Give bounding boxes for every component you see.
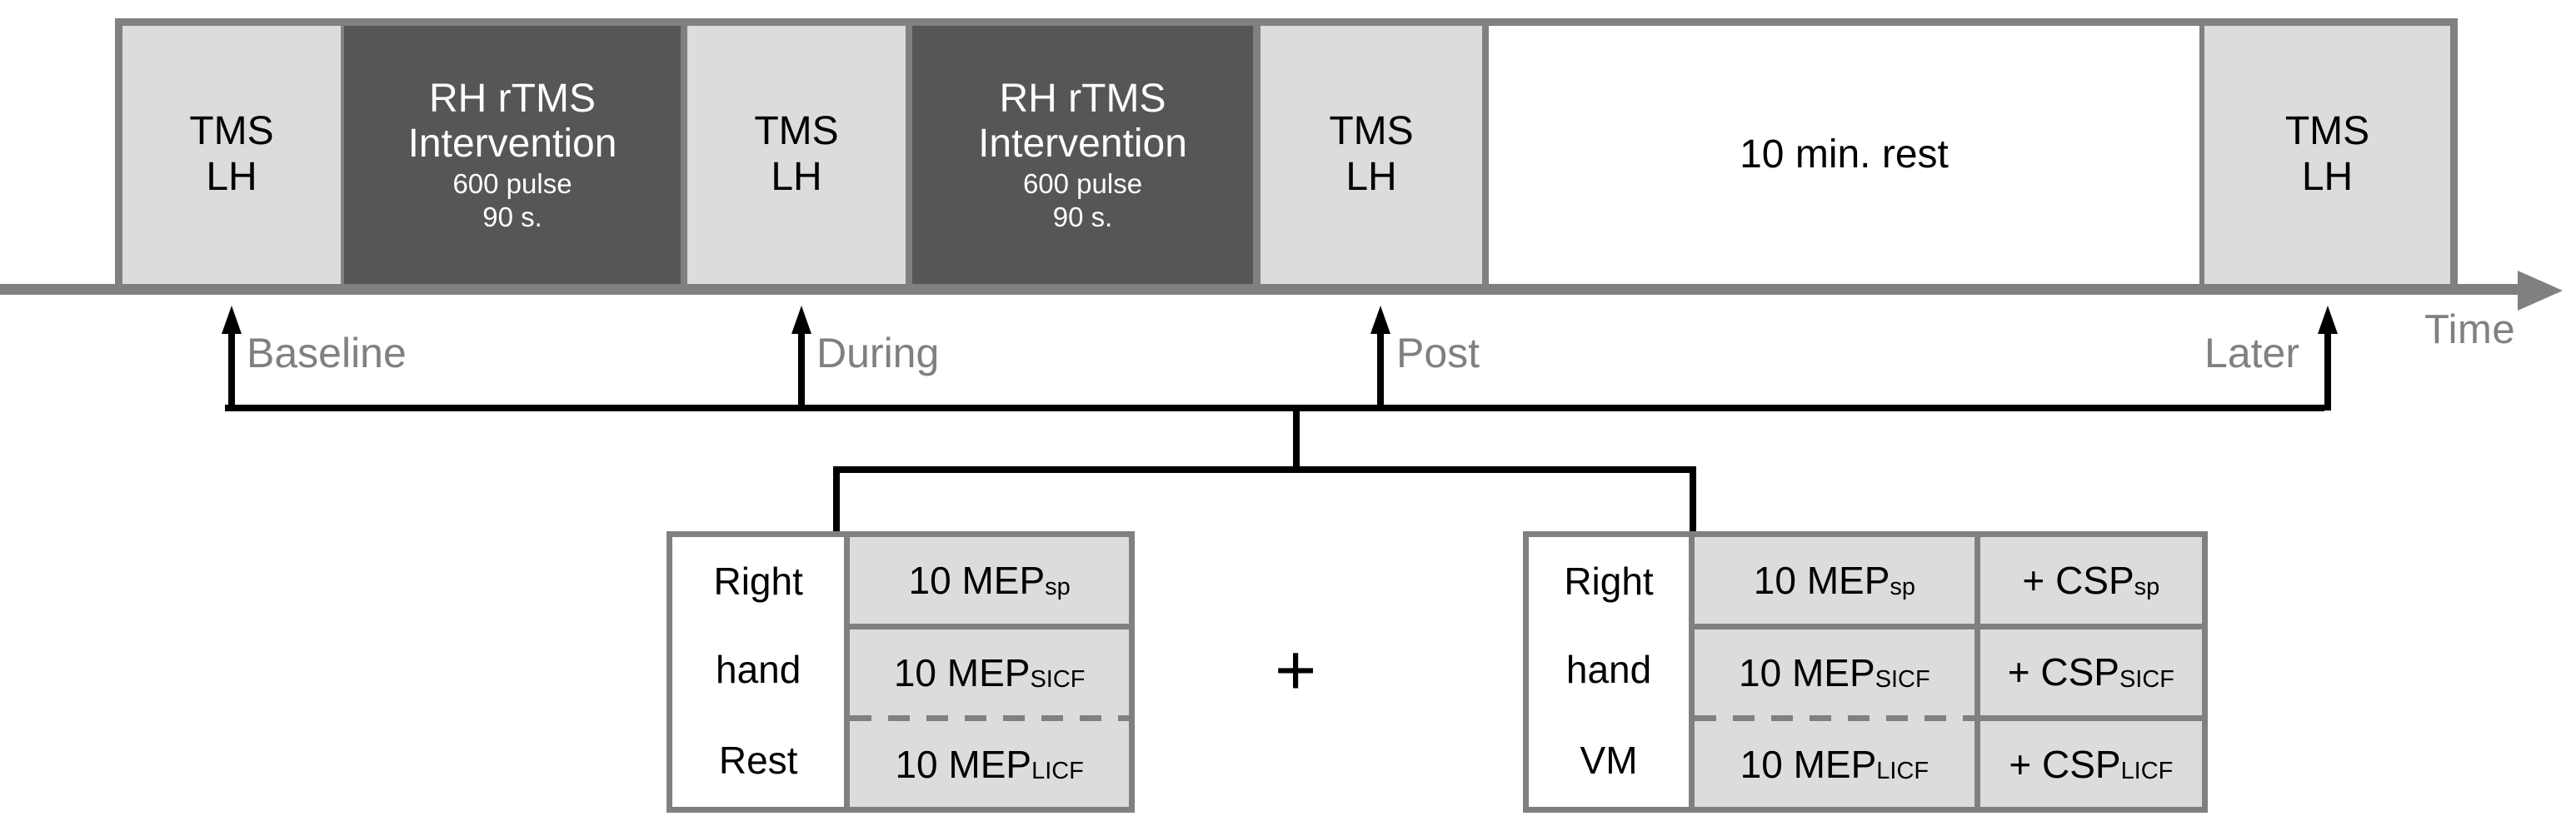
connector-bus-horizontal <box>225 405 2324 411</box>
timeline-block-tms-1[interactable]: TMS LH <box>122 26 341 284</box>
mep-value: 10 MEP <box>893 650 1031 694</box>
condition-cell: hand <box>1529 625 1690 714</box>
mep-subscript: sp <box>1890 574 1915 601</box>
block-line1: TMS <box>1329 109 1414 154</box>
mep-subscript: SICF <box>1875 665 1930 693</box>
csp-value: + CSP <box>2007 650 2119 694</box>
condition-cell: hand <box>672 625 845 714</box>
timepoint-label-baseline: Baseline <box>247 330 407 376</box>
dashed-separator <box>850 715 1129 722</box>
connector-drop-right <box>1690 466 1696 535</box>
csp-subscript: LICF <box>2120 757 2174 784</box>
condition-column-rest: Right hand Rest <box>672 537 845 807</box>
timeline-block-tms-3[interactable]: TMS LH <box>1261 26 1482 284</box>
condition-cell: Right <box>1529 537 1690 625</box>
block-line1: TMS <box>189 109 274 154</box>
block-line2: Intervention <box>407 122 617 167</box>
timepoint-label-post: Post <box>1396 330 1480 376</box>
mep-value: 10 MEP <box>1740 742 1877 786</box>
mep-value: 10 MEP <box>908 558 1046 602</box>
timepoint-label-during: During <box>816 330 940 376</box>
csp-subscript: SICF <box>2119 665 2174 693</box>
block-line1: TMS <box>2284 109 2370 154</box>
connector-split-horizontal <box>833 466 1696 473</box>
block-line2: LH <box>2301 155 2354 199</box>
csp-value: + CSP <box>2022 558 2134 602</box>
condition-cell: Right <box>672 537 845 625</box>
mep-subscript: SICF <box>1030 665 1086 693</box>
condition-cell: VM <box>1529 714 1690 807</box>
timeline-bar: TMS LH RH rTMS Intervention 600 pulse 90… <box>115 18 2458 291</box>
time-axis-label: Time <box>2424 307 2516 352</box>
mep-subscript: sp <box>1045 574 1071 601</box>
csp-value: + CSP <box>2009 742 2121 786</box>
timeline-block-intervention-2[interactable]: RH rTMS Intervention 600 pulse 90 s. <box>912 26 1253 284</box>
mep-value: 10 MEP <box>1753 558 1890 602</box>
timepoint-label-later: Later <box>2204 330 2299 376</box>
mep-value: 10 MEP <box>1739 650 1875 694</box>
timeline-block-intervention-1[interactable]: RH rTMS Intervention 600 pulse 90 s. <box>344 26 681 284</box>
block-sub2: 90 s. <box>1052 201 1113 232</box>
timeline-block-rest[interactable]: 10 min. rest <box>1489 26 2199 284</box>
block-line2: LH <box>206 155 257 199</box>
csp-subscript: sp <box>2134 574 2160 601</box>
block-sub1: 600 pulse <box>452 168 572 200</box>
block-sub2: 90 s. <box>482 201 542 232</box>
timeline-block-tms-2[interactable]: TMS LH <box>687 26 906 284</box>
block-line1: RH rTMS <box>999 76 1166 121</box>
connector-drop-center <box>1293 405 1300 471</box>
condition-cell: Rest <box>672 714 845 807</box>
mep-value: 10 MEP <box>895 742 1032 786</box>
block-line1: TMS <box>754 109 839 154</box>
dashed-separator <box>1695 715 1974 722</box>
block-line2: LH <box>771 155 822 199</box>
block-line2: LH <box>1345 155 1397 199</box>
mep-subscript: LICF <box>1876 757 1930 784</box>
conjunction-plus-sign: + <box>1275 630 1317 710</box>
block-line2: Intervention <box>978 122 1187 167</box>
condition-column-vm: Right hand VM <box>1529 537 1690 807</box>
block-line1: 10 min. rest <box>1740 132 1949 177</box>
mep-subscript: LICF <box>1031 757 1084 784</box>
timeline-block-tms-4[interactable]: TMS LH <box>2204 26 2450 284</box>
block-line1: RH rTMS <box>429 76 596 121</box>
block-sub1: 600 pulse <box>1022 168 1143 200</box>
connector-drop-left <box>833 466 840 535</box>
time-axis-arrowhead <box>2518 271 2563 311</box>
